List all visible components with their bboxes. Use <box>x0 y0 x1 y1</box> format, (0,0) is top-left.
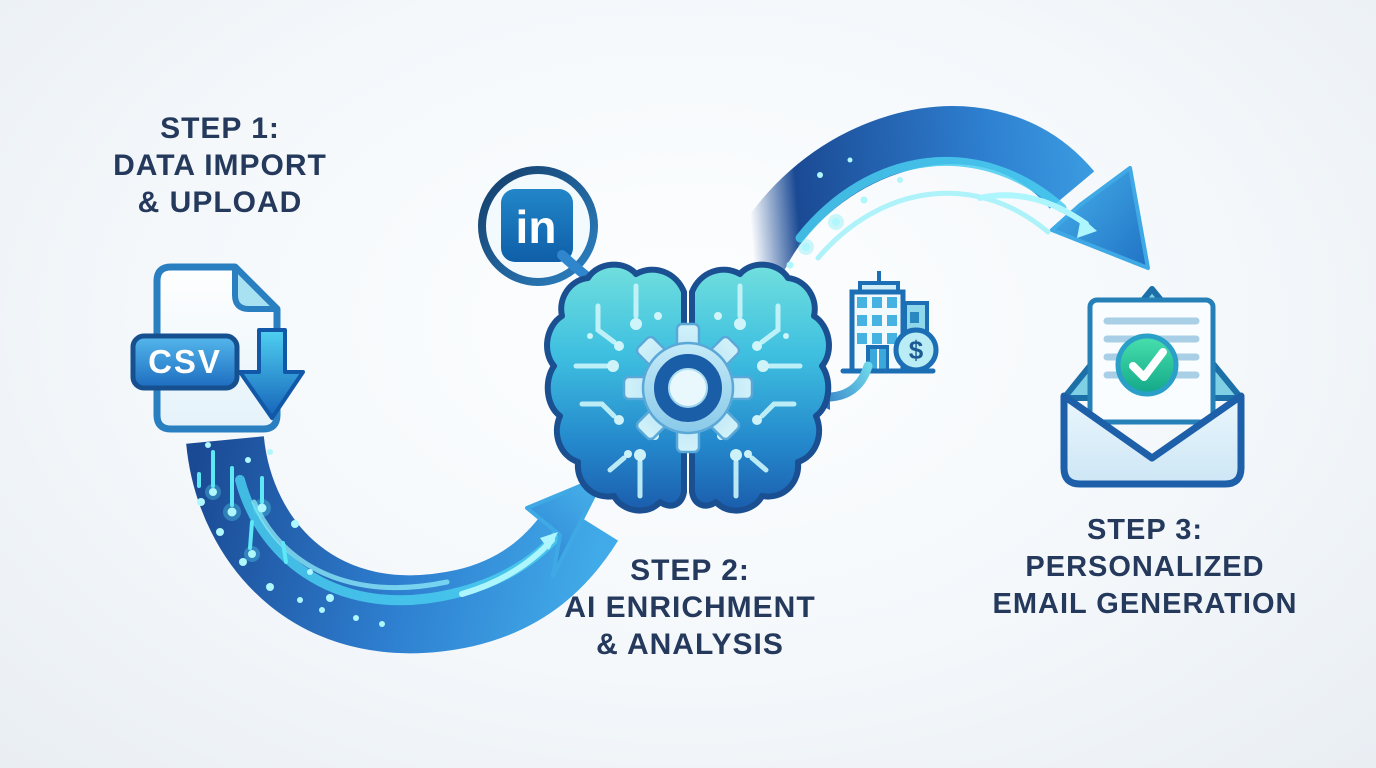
glow-particles-1 <box>197 442 385 627</box>
linkedin-text: in <box>516 201 557 253</box>
csv-badge-text: CSV <box>148 343 222 380</box>
csv-badge: CSV <box>130 333 240 391</box>
company-building-dollar-icon: $ <box>840 271 939 374</box>
step-1-label: STEP 1: DATA IMPORT & UPLOAD <box>40 110 400 221</box>
csv-download-arrow <box>238 328 305 420</box>
dollar-badge: $ <box>893 327 939 373</box>
step-2-label: STEP 2: AI ENRICHMENT & ANALYSIS <box>515 552 865 663</box>
ai-brain-gear-icon <box>544 261 829 514</box>
arrow2-streak <box>795 156 1067 243</box>
checkmark-icon <box>1129 348 1167 381</box>
letter <box>1087 297 1216 425</box>
dollar-text: $ <box>909 335 924 365</box>
building-door <box>866 345 889 373</box>
envelope-front <box>1060 392 1245 488</box>
arrow2-band <box>725 106 1095 284</box>
step-3-line3: EMAIL GENERATION <box>992 588 1298 620</box>
step-1-line3: & UPLOAD <box>137 186 303 219</box>
arrow1-band <box>186 435 619 654</box>
brain-left-half <box>544 261 687 514</box>
csv-file-download-icon: CSV <box>130 263 305 433</box>
step-2-line2: AI ENRICHMENT <box>564 591 816 624</box>
arrow2-mini-arrow <box>977 192 1097 238</box>
linkedin-square <box>501 189 573 262</box>
gear-icon <box>622 322 754 454</box>
step-3-label: STEP 3: PERSONALIZED EMAIL GENERATION <box>945 512 1345 623</box>
step-3-line2: PERSONALIZED <box>1025 551 1265 583</box>
checkmark-badge <box>1115 333 1179 397</box>
annex-window <box>910 312 919 323</box>
step-3-title: STEP 3: <box>1086 514 1204 546</box>
arrow1-head <box>525 474 606 578</box>
step-2-line3: & ANALYSIS <box>596 628 784 661</box>
arrow-step1-to-step2 <box>186 435 619 654</box>
step-1-line2: DATA IMPORT <box>113 149 327 182</box>
email-checkmark-icon <box>1060 286 1245 488</box>
building-windows <box>857 297 897 344</box>
step-2-title: STEP 2: <box>630 554 750 587</box>
arrow1-streak-thin <box>251 499 450 591</box>
arrow-step2-to-step3 <box>725 106 1150 321</box>
csv-document-fold <box>232 264 280 312</box>
arrow2-streak-thin <box>815 190 1051 261</box>
arrow2-head <box>1050 166 1150 270</box>
step-1-title: STEP 1: <box>160 112 280 145</box>
arrow1-mini-arrow <box>459 532 558 597</box>
